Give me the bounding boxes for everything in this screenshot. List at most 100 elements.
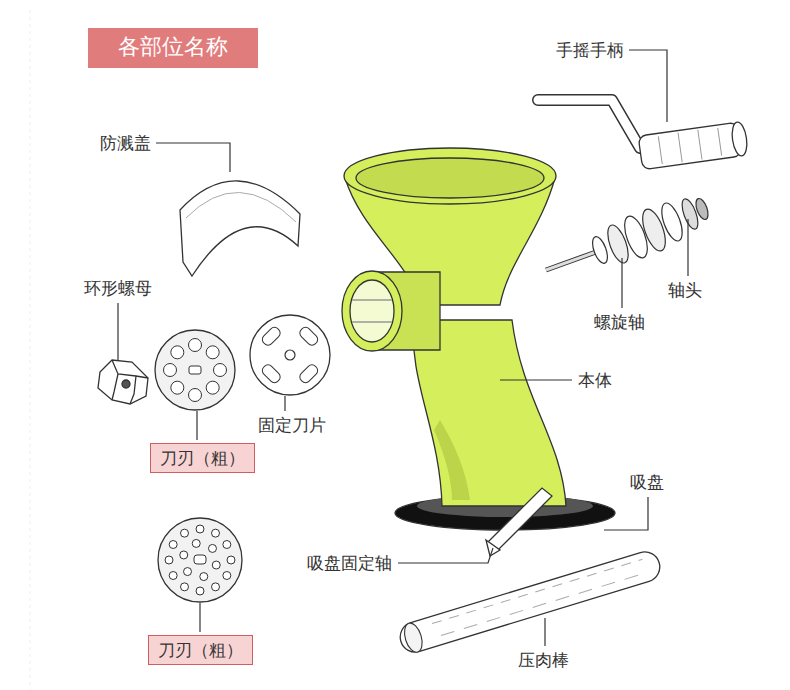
fixed-blade bbox=[260, 363, 282, 385]
splash-guard bbox=[180, 181, 300, 276]
fine-blade-disc bbox=[212, 583, 220, 591]
coarse-blade-disc bbox=[155, 330, 235, 410]
screw-shaft bbox=[590, 235, 611, 265]
ring-nut bbox=[122, 380, 130, 388]
coarse-blade-disc bbox=[189, 366, 201, 374]
leader-line bbox=[629, 50, 667, 122]
part-tag: 刀刃（粗） bbox=[148, 635, 253, 665]
pusher-rod bbox=[432, 559, 642, 623]
part-label: 轴头 bbox=[668, 280, 702, 300]
fine-blade-disc bbox=[181, 583, 189, 591]
fine-blade-disc bbox=[184, 568, 192, 576]
fine-blade-disc bbox=[208, 544, 216, 552]
coarse-blade-disc bbox=[155, 330, 235, 410]
leader-line bbox=[544, 618, 545, 646]
fine-blade-disc bbox=[169, 541, 177, 549]
fine-blade-disc bbox=[158, 518, 242, 602]
leader-line bbox=[199, 603, 200, 632]
part-label: 本体 bbox=[578, 370, 612, 390]
fine-blade-disc bbox=[223, 541, 231, 549]
grinder-body bbox=[356, 158, 544, 198]
fine-blade-disc bbox=[192, 539, 200, 547]
crank-handle bbox=[698, 130, 702, 160]
fine-blade-disc bbox=[194, 555, 206, 564]
pusher-rod bbox=[441, 573, 647, 636]
part-tag: 刀刃（粗） bbox=[150, 443, 255, 473]
ring-nut bbox=[98, 360, 148, 404]
screw-shaft bbox=[694, 197, 711, 221]
part-label: 手摇手柄 bbox=[556, 40, 624, 60]
crank-handle bbox=[730, 121, 749, 157]
coarse-blade-disc bbox=[171, 381, 184, 394]
crank-handle bbox=[678, 133, 682, 163]
leader-line bbox=[156, 143, 230, 172]
ring-nut bbox=[112, 360, 148, 404]
crank-handle bbox=[638, 121, 749, 170]
leader-line bbox=[687, 219, 688, 276]
leader-line bbox=[500, 379, 572, 380]
screw-shaft bbox=[546, 252, 596, 270]
coarse-blade-disc bbox=[171, 346, 184, 359]
pusher-rod bbox=[397, 548, 664, 656]
grinder-body bbox=[344, 148, 556, 204]
ring-nut bbox=[98, 360, 148, 404]
grinder-body bbox=[342, 148, 615, 530]
fixed-blade bbox=[298, 363, 320, 385]
grinder-body bbox=[342, 271, 402, 351]
fine-blade-disc bbox=[165, 556, 173, 564]
crank-handle bbox=[538, 100, 640, 148]
grinder-body bbox=[352, 321, 392, 322]
grinder-body bbox=[352, 299, 392, 300]
fixed-blade bbox=[285, 350, 295, 360]
fine-blade-disc bbox=[196, 587, 204, 595]
leader-line bbox=[117, 303, 118, 360]
crank-handle bbox=[538, 100, 640, 148]
part-label: 固定刀片 bbox=[258, 415, 326, 435]
coarse-blade-disc bbox=[214, 364, 227, 377]
suction-clamp bbox=[488, 488, 552, 550]
part-label: 吸盘 bbox=[630, 472, 664, 492]
fine-blade-disc bbox=[223, 572, 231, 580]
crank-handle bbox=[658, 136, 662, 164]
part-label: 防溅盖 bbox=[100, 133, 151, 153]
fine-blade-disc bbox=[169, 572, 177, 580]
fixed-blade bbox=[250, 315, 330, 395]
part-label: 吸盘固定轴 bbox=[307, 553, 392, 573]
fine-blade-disc bbox=[212, 561, 220, 569]
tag-text: 刀刃（粗） bbox=[160, 448, 245, 468]
fine-blade-disc bbox=[180, 551, 188, 559]
page-rule bbox=[30, 10, 31, 690]
pusher-rod bbox=[401, 621, 425, 654]
coarse-blade-disc bbox=[189, 339, 202, 352]
leader-line bbox=[398, 548, 493, 563]
fixed-blade bbox=[260, 325, 282, 347]
fine-blade-disc bbox=[181, 529, 189, 537]
crank-handle bbox=[638, 122, 742, 170]
title-box: 各部位名称 bbox=[88, 28, 258, 68]
coarse-blade-disc bbox=[164, 364, 177, 377]
grinder-body bbox=[350, 280, 394, 342]
crank-handle bbox=[538, 100, 749, 170]
part-label: 螺旋轴 bbox=[594, 312, 645, 332]
grinder-body bbox=[434, 420, 470, 500]
part-label: 压肉棒 bbox=[518, 650, 569, 670]
coarse-blade-disc bbox=[189, 389, 202, 402]
coarse-blade-disc bbox=[206, 381, 219, 394]
tag-text: 刀刃（粗） bbox=[158, 640, 243, 660]
crank-handle bbox=[718, 128, 722, 156]
leader-line bbox=[604, 497, 648, 530]
fine-blade-disc bbox=[196, 525, 204, 533]
fine-blade-disc bbox=[212, 529, 220, 537]
fixed-blade bbox=[298, 325, 320, 347]
screw-shaft bbox=[546, 197, 710, 270]
leader-line bbox=[284, 396, 285, 411]
part-label: 环形螺母 bbox=[84, 278, 152, 298]
leader-line bbox=[196, 411, 197, 440]
title-text: 各部位名称 bbox=[118, 34, 288, 60]
fine-blade-disc bbox=[158, 518, 242, 602]
fixed-blade bbox=[250, 315, 330, 395]
screw-shaft bbox=[546, 252, 596, 270]
fine-blade-disc bbox=[200, 573, 208, 581]
